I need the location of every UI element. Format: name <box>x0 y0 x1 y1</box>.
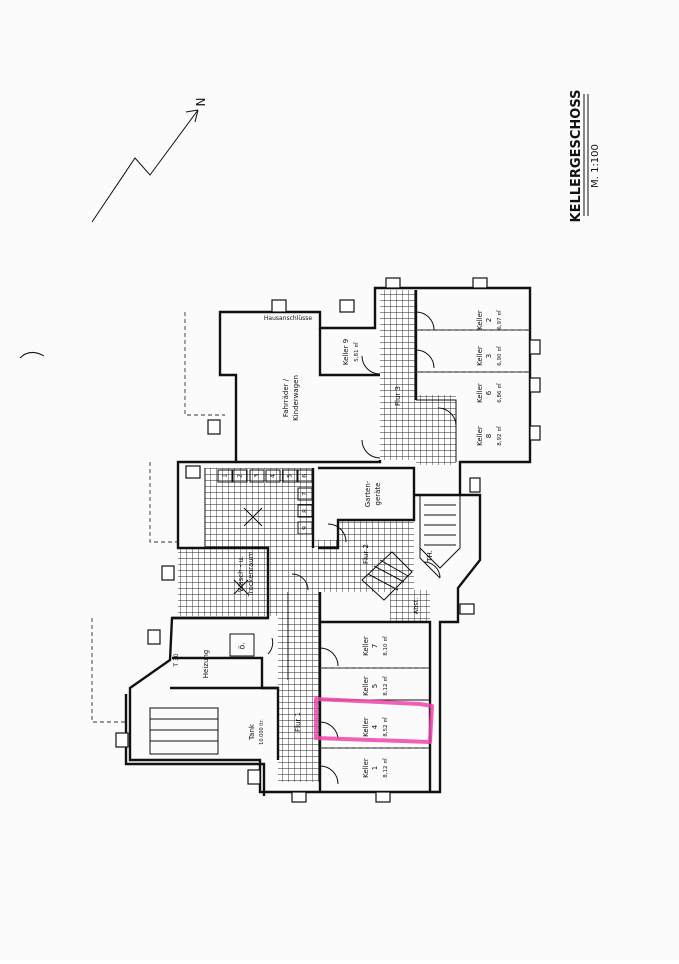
svg-text:Kinderwagen: Kinderwagen <box>292 375 300 421</box>
room-keller-7: Keller 7 8,10 ㎡ <box>362 636 389 656</box>
svg-text:Keller: Keller <box>476 426 484 446</box>
svg-text:8,12 ㎡: 8,12 ㎡ <box>381 676 389 696</box>
title-block: KELLERGESCHOSS M. 1:100 <box>569 90 601 223</box>
room-keller-1: Keller 1 8,12 ㎡ <box>362 758 389 778</box>
svg-text:Trockenraum: Trockenraum <box>247 551 255 597</box>
svg-text:10.000 ltr.: 10.000 ltr. <box>259 719 265 745</box>
room-labels: Keller 2 6,97 ㎡ Keller 3 6,90 ㎡ Keller 6… <box>173 310 503 778</box>
svg-text:5: 5 <box>371 684 379 688</box>
svg-text:6,86 ㎡: 6,86 ㎡ <box>495 383 503 403</box>
svg-text:4: 4 <box>371 724 379 729</box>
wasch-lockers: 1 2 3 4 5 6 7 8 9 <box>217 469 313 535</box>
locker-label: 9 <box>302 526 309 530</box>
locker-label: 1 <box>222 474 229 478</box>
room-keller-3: Keller 3 6,90 ㎡ <box>476 346 503 366</box>
svg-text:8,10 ㎡: 8,10 ㎡ <box>381 636 389 656</box>
svg-text:Fahrräder /: Fahrräder / <box>282 378 290 417</box>
svg-text:Wasch - u.: Wasch - u. <box>237 556 245 592</box>
plan-title: KELLERGESCHOSS <box>569 90 584 223</box>
svg-text:Keller: Keller <box>476 346 484 366</box>
outer-walls <box>124 286 532 796</box>
room-fahrraeder: Fahrräder / Kinderwagen <box>282 375 300 421</box>
svg-text:7: 7 <box>371 644 379 648</box>
svg-text:ö.: ö. <box>238 642 247 649</box>
svg-text:Keller: Keller <box>362 758 370 778</box>
room-keller-2: Keller 2 6,97 ㎡ <box>476 310 503 330</box>
room-keller-9: Keller 9 5,81 ㎡ <box>342 339 360 365</box>
locker-label: 7 <box>302 492 309 496</box>
room-keller-6: Keller 6 6,86 ㎡ <box>476 383 503 403</box>
heizung-door-rating: T 30 <box>173 653 180 667</box>
locker-label: 8 <box>302 509 309 513</box>
svg-text:3: 3 <box>485 354 493 358</box>
svg-text:6: 6 <box>485 390 493 395</box>
svg-text:geräte: geräte <box>374 483 382 506</box>
svg-text:8,52 ㎡: 8,52 ㎡ <box>381 717 389 737</box>
locker-label: 5 <box>287 474 294 478</box>
svg-text:Keller 9: Keller 9 <box>342 339 350 365</box>
locker-label: 6 <box>302 474 309 478</box>
room-gartengeraete: Garten- geräte <box>364 480 382 507</box>
locker-label: 2 <box>237 474 244 478</box>
windows <box>115 277 541 803</box>
locker-label: 4 <box>270 474 277 478</box>
room-keller-5: Keller 5 8,12 ㎡ <box>362 676 389 696</box>
north-arrow: N <box>91 98 208 223</box>
dashed-partitions <box>91 312 530 749</box>
svg-text:Tank: Tank <box>248 723 256 741</box>
svg-text:2: 2 <box>485 318 493 322</box>
svg-text:8,92 ㎡: 8,92 ㎡ <box>495 426 503 446</box>
door-swings <box>267 311 457 785</box>
svg-text:8,12 ㎡: 8,12 ㎡ <box>381 758 389 778</box>
svg-text:Keller: Keller <box>476 310 484 330</box>
room-keller-4: Keller 4 8,52 ㎡ <box>362 717 389 737</box>
north-label: N <box>194 98 208 107</box>
room-th: TH. <box>426 550 434 563</box>
room-flur-2: Flur 2 <box>362 544 370 564</box>
plan-scale: M. 1:100 <box>590 144 601 188</box>
locker-label: 3 <box>254 474 261 478</box>
room-keller-8: Keller 8 8,92 ㎡ <box>476 426 503 446</box>
room-flur-1: Flur 1 <box>294 712 302 732</box>
fixtures: ö. <box>229 507 263 657</box>
svg-text:8: 8 <box>485 434 493 438</box>
room-flur-3: Flur 3 <box>394 386 402 406</box>
svg-text:Keller: Keller <box>362 717 370 737</box>
staircase <box>361 494 461 601</box>
room-abst: Abst. <box>412 598 420 615</box>
tiled-floors <box>178 290 456 782</box>
room-hausanschluesse: Hausanschlüsse <box>264 315 313 322</box>
room-tank: Tank 10.000 ltr. <box>248 719 265 745</box>
svg-text:6,90 ㎡: 6,90 ㎡ <box>495 346 503 366</box>
svg-text:1: 1 <box>371 766 379 770</box>
scan-mark <box>19 352 45 359</box>
svg-text:Garten-: Garten- <box>364 480 372 507</box>
svg-text:Keller: Keller <box>362 676 370 696</box>
highlight-marker-keller-4 <box>314 697 434 744</box>
svg-text:Keller: Keller <box>362 636 370 656</box>
svg-text:5,81 ㎡: 5,81 ㎡ <box>352 342 360 362</box>
svg-text:Keller: Keller <box>476 383 484 403</box>
tank <box>149 707 219 755</box>
room-heizung: Heizung <box>202 650 210 679</box>
room-wasch: Wasch - u. Trockenraum <box>237 551 255 597</box>
svg-text:6,97 ㎡: 6,97 ㎡ <box>495 310 503 330</box>
